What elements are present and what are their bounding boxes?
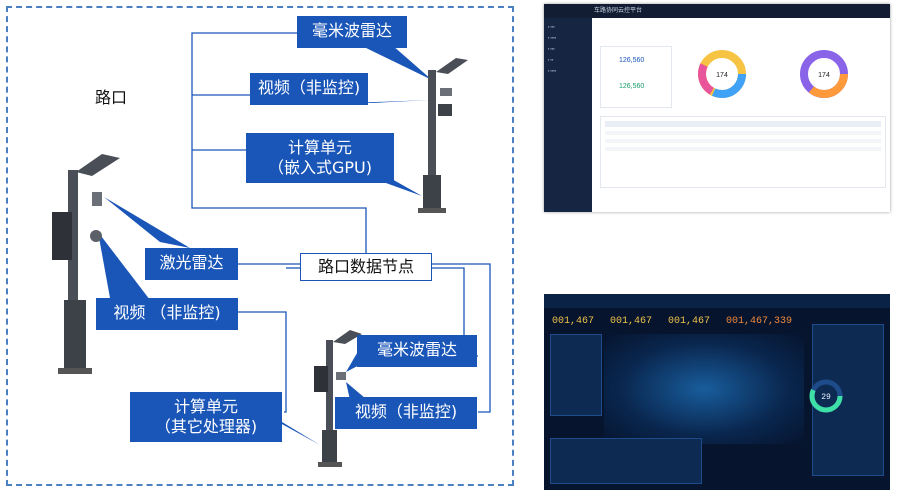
city-counter-3: 001,467 bbox=[668, 316, 711, 327]
city-gauge-value: 29 bbox=[821, 393, 831, 402]
city-left-panel bbox=[550, 334, 602, 416]
city-counter-4: 001,467,339 bbox=[726, 316, 793, 327]
dashboard-stat-2: 126,560 bbox=[619, 83, 645, 90]
city-bottom-panel bbox=[550, 438, 702, 484]
dashboard-donut-1-value: 174 bbox=[716, 72, 728, 79]
city-counter-2: 001,467 bbox=[610, 316, 653, 327]
dashboard-table bbox=[600, 116, 886, 188]
pole-left bbox=[52, 154, 120, 374]
connector-lines bbox=[191, 32, 491, 413]
label-compute-1: 计算单元 （嵌入式GPU) bbox=[246, 133, 394, 183]
city-map bbox=[604, 334, 804, 444]
label-video-2: 视频 （非监控) bbox=[96, 298, 238, 330]
intersection-title: 路口 bbox=[95, 88, 128, 107]
pole-bottom bbox=[314, 330, 362, 467]
dashboard-donuts: 174 174 bbox=[698, 50, 848, 98]
pole-top-right bbox=[418, 58, 468, 213]
node-intersection-data: 路口数据节点 bbox=[300, 253, 432, 281]
dashboard-sidebar: ▪ ▪▪▪▪ ▪▪▪▪▪ ▪▪▪▪ ▪▪▪ ▪▪▪▪ bbox=[544, 18, 592, 212]
callout-pointers bbox=[98, 45, 432, 445]
dashboard-donut-2-value: 174 bbox=[818, 72, 830, 79]
label-lidar: 激光雷达 bbox=[145, 248, 238, 280]
label-video-3: 视频（非监控) bbox=[335, 397, 477, 429]
dashboard-app-title: 车路协同云控平台 bbox=[544, 4, 890, 18]
label-compute-2: 计算单元 （其它处理器) bbox=[130, 392, 282, 442]
label-mmwave-radar-1: 毫米波雷达 bbox=[297, 16, 407, 48]
pointer-video-1 bbox=[350, 100, 430, 103]
city-counter-1: 001,467 bbox=[552, 316, 595, 327]
label-mmwave-radar-2: 毫米波雷达 bbox=[357, 335, 477, 367]
city-screen-screenshot: 001,467 001,467 001,467 001,467,339 29 bbox=[544, 294, 890, 490]
pointer-video-2 bbox=[98, 232, 150, 300]
dashboard-stat-1: 126,560 bbox=[619, 57, 645, 64]
city-gauge: 29 bbox=[809, 379, 843, 413]
intersection-frame bbox=[6, 6, 514, 486]
dashboard-screenshot: 车路协同云控平台 ▪ ▪▪▪▪ ▪▪▪▪▪ ▪▪▪▪ ▪▪▪ ▪▪▪▪ 126,… bbox=[544, 4, 890, 212]
pointer-lidar bbox=[104, 197, 190, 248]
dashboard-stat-card: 126,560 126,560 bbox=[600, 46, 672, 108]
pointer-mmwave-1 bbox=[360, 45, 432, 80]
label-video-1: 视频（非监控) bbox=[250, 73, 368, 105]
